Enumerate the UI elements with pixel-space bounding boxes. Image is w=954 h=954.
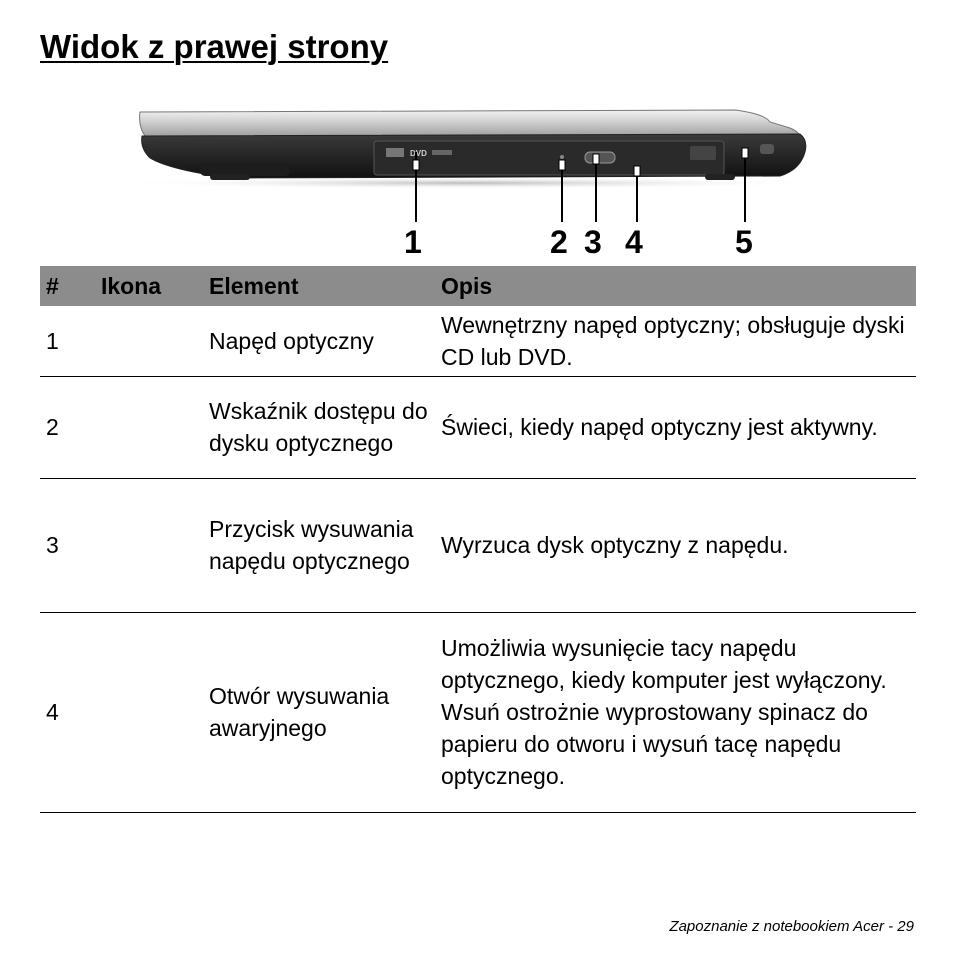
header-icon: Ikona — [95, 266, 203, 306]
optical-drive-bay — [373, 140, 725, 176]
page-footer: Zapoznanie z notebookiem Acer - 29 — [669, 918, 914, 935]
callout-4: 4 — [625, 224, 643, 260]
kensington-lock-slot — [760, 144, 774, 154]
row-icon — [95, 612, 203, 813]
row-element: Wskaźnik dostępu do dysku optycznego — [203, 376, 435, 479]
row-number: 2 — [40, 376, 95, 479]
row-icon — [95, 376, 203, 479]
eject-button-shape — [584, 151, 616, 164]
header-number: # — [40, 266, 95, 306]
description-paragraph: Umożliwia wysunięcie tacy napędu optyczn… — [441, 635, 887, 693]
row-number: 1 — [40, 306, 95, 377]
page-title: Widok z prawej strony — [40, 28, 389, 65]
drive-indicator-led — [560, 155, 564, 159]
row-description: Wewnętrzny napęd optyczny; obsługuje dys… — [435, 306, 916, 377]
row-description: Świeci, kiedy napęd optyczny jest aktywn… — [435, 376, 916, 479]
row-number: 3 — [40, 478, 95, 613]
table-row: 3 Przycisk wysuwania napędu optycznego W… — [40, 478, 916, 613]
laptop-right-side-illustration: DVD — [110, 109, 830, 222]
component-table: # Ikona Element Opis 1 Napęd optyczny We… — [40, 266, 916, 813]
row-icon — [95, 306, 203, 377]
header-element: Element — [203, 266, 435, 306]
laptop-lid — [139, 109, 801, 139]
row-element: Otwór wysuwania awaryjnego — [203, 612, 435, 813]
table-row: 2 Wskaźnik dostępu do dysku optycznego Ś… — [40, 376, 916, 479]
callout-5: 5 — [735, 224, 753, 260]
row-element: Przycisk wysuwania napędu optycznego — [203, 478, 435, 613]
description-paragraph: Wsuń ostrożnie wyprostowany spinacz do p… — [441, 699, 868, 789]
header-description: Opis — [435, 266, 916, 306]
table-row: 4 Otwór wysuwania awaryjnego Umożliwia w… — [40, 612, 916, 813]
table-header-row: # Ikona Element Opis — [40, 266, 916, 306]
row-description: Umożliwia wysunięcie tacy napędu optyczn… — [435, 612, 916, 813]
laptop-shadow — [110, 177, 830, 189]
callout-3: 3 — [584, 224, 602, 260]
table-row: 1 Napęd optyczny Wewnętrzny napęd optycz… — [40, 306, 916, 377]
drive-label: DVD — [410, 149, 427, 158]
row-icon — [95, 478, 203, 613]
speaker-grille — [200, 166, 290, 176]
callout-1: 1 — [404, 224, 422, 260]
drive-logo-badge — [386, 148, 404, 157]
callout-2: 2 — [550, 224, 568, 260]
row-description: Wyrzuca dysk optyczny z napędu. — [435, 478, 916, 613]
row-number: 4 — [40, 612, 95, 813]
row-element: Napęd optyczny — [203, 306, 435, 377]
